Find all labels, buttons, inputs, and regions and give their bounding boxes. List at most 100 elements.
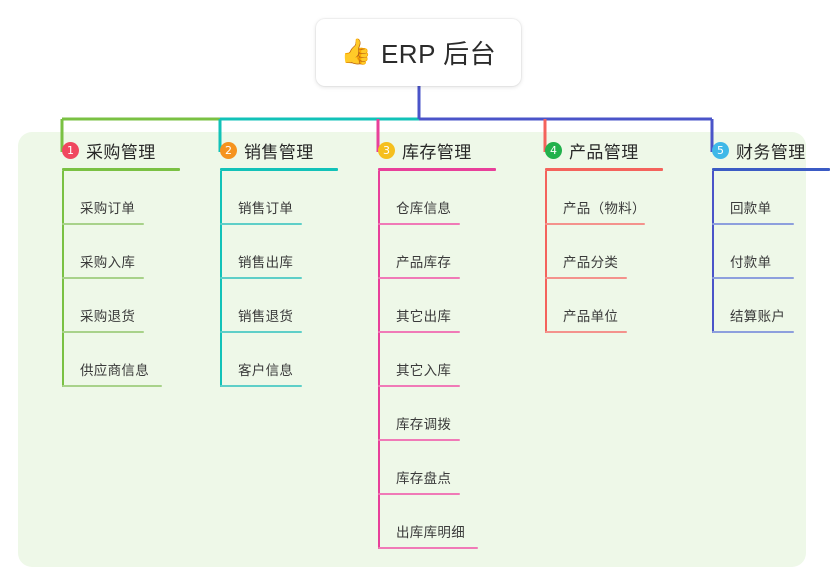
branch-spine bbox=[712, 171, 714, 333]
leaf-item[interactable]: 销售退货 bbox=[220, 279, 338, 333]
leaf-item[interactable]: 付款单 bbox=[712, 225, 830, 279]
leaf-item-underline bbox=[378, 331, 460, 333]
leaf-item-underline bbox=[712, 331, 794, 333]
branch-number-badge: 5 bbox=[712, 141, 729, 159]
branch-header-4[interactable]: 4 产品管理 bbox=[523, 132, 663, 168]
leaf-item-underline bbox=[220, 385, 302, 387]
leaf-item-label: 产品单位 bbox=[563, 309, 619, 324]
leaf-item-label: 结算账户 bbox=[730, 309, 786, 324]
leaf-item-label: 出库库明细 bbox=[396, 525, 465, 540]
branch-header-1[interactable]: 1 采购管理 bbox=[40, 132, 180, 168]
leaf-item-underline bbox=[62, 277, 144, 279]
branch-title: 产品管理 bbox=[569, 142, 639, 162]
leaf-item-label: 销售退货 bbox=[238, 309, 294, 324]
leaf-item[interactable]: 仓库信息 bbox=[378, 171, 496, 225]
branch-column-3: 3 库存管理仓库信息产品库存其它出库其它入库库存调拨库存盘点出库库明细 bbox=[356, 132, 496, 549]
branch-header-2[interactable]: 2 销售管理 bbox=[198, 132, 338, 168]
leaf-item-underline bbox=[545, 277, 627, 279]
leaf-item-label: 仓库信息 bbox=[396, 201, 452, 216]
leaf-item[interactable]: 客户信息 bbox=[220, 333, 338, 387]
leaf-item-underline bbox=[378, 493, 460, 495]
leaf-item-label: 库存调拨 bbox=[396, 417, 452, 432]
leaf-item-label: 回款单 bbox=[730, 201, 772, 216]
branch-leaf-list: 采购订单采购入库采购退货供应商信息 bbox=[62, 171, 180, 387]
branch-leaf-list: 销售订单销售出库销售退货客户信息 bbox=[220, 171, 338, 387]
leaf-item-label: 其它入库 bbox=[396, 363, 452, 378]
leaf-item-label: 产品库存 bbox=[396, 255, 452, 270]
leaf-item[interactable]: 供应商信息 bbox=[62, 333, 180, 387]
leaf-item-label: 付款单 bbox=[730, 255, 772, 270]
leaf-item-label: 产品分类 bbox=[563, 255, 619, 270]
branch-underline bbox=[545, 168, 663, 171]
leaf-item-underline bbox=[378, 385, 460, 387]
branch-number-badge: 2 bbox=[220, 141, 237, 159]
leaf-item-underline bbox=[62, 385, 162, 387]
leaf-item-label: 客户信息 bbox=[238, 363, 294, 378]
leaf-item[interactable]: 产品库存 bbox=[378, 225, 496, 279]
leaf-item-label: 采购退货 bbox=[80, 309, 136, 324]
leaf-item-label: 产品（物料） bbox=[563, 201, 646, 216]
leaf-item-underline bbox=[378, 277, 460, 279]
branch-spine bbox=[62, 171, 64, 387]
branch-spine bbox=[545, 171, 547, 333]
leaf-item[interactable]: 销售订单 bbox=[220, 171, 338, 225]
branch-title: 财务管理 bbox=[736, 142, 806, 162]
root-node-label: ERP 后台 bbox=[380, 39, 497, 69]
leaf-item-underline bbox=[220, 331, 302, 333]
leaf-item[interactable]: 产品单位 bbox=[545, 279, 663, 333]
root-node-content: 👍 ERP 后台 bbox=[341, 34, 496, 71]
branch-number-badge: 4 bbox=[545, 141, 562, 159]
leaf-item[interactable]: 采购退货 bbox=[62, 279, 180, 333]
leaf-item-underline bbox=[378, 547, 478, 549]
leaf-item-underline bbox=[220, 223, 302, 225]
branch-spine bbox=[220, 171, 222, 387]
branch-title: 采购管理 bbox=[86, 142, 156, 162]
leaf-item[interactable]: 产品（物料） bbox=[545, 171, 663, 225]
leaf-item[interactable]: 其它入库 bbox=[378, 333, 496, 387]
branch-column-2: 2 销售管理销售订单销售出库销售退货客户信息 bbox=[198, 132, 338, 387]
root-node-card[interactable]: 👍 ERP 后台 bbox=[316, 19, 521, 86]
branch-underline bbox=[712, 168, 830, 171]
branch-title: 销售管理 bbox=[244, 142, 314, 162]
leaf-item-underline bbox=[712, 277, 794, 279]
leaf-item-label: 其它出库 bbox=[396, 309, 452, 324]
branch-column-4: 4 产品管理产品（物料） 产品分类产品单位 bbox=[523, 132, 663, 333]
branch-title: 库存管理 bbox=[402, 142, 472, 162]
branch-underline bbox=[62, 168, 180, 171]
leaf-item[interactable]: 其它出库 bbox=[378, 279, 496, 333]
leaf-item-label: 销售订单 bbox=[238, 201, 294, 216]
leaf-item-label: 销售出库 bbox=[238, 255, 294, 270]
branch-spine bbox=[378, 171, 380, 549]
leaf-item[interactable]: 销售出库 bbox=[220, 225, 338, 279]
leaf-item-label: 库存盘点 bbox=[396, 471, 452, 486]
leaf-item-label: 采购入库 bbox=[80, 255, 136, 270]
branch-leaf-list: 产品（物料） 产品分类产品单位 bbox=[545, 171, 663, 333]
branch-header-3[interactable]: 3 库存管理 bbox=[356, 132, 496, 168]
branch-underline bbox=[220, 168, 338, 171]
branch-underline bbox=[378, 168, 496, 171]
leaf-item-underline bbox=[378, 223, 460, 225]
leaf-item-underline bbox=[712, 223, 794, 225]
leaf-item-underline bbox=[545, 331, 627, 333]
leaf-item-underline bbox=[378, 439, 460, 441]
branch-column-1: 1 采购管理采购订单采购入库采购退货供应商信息 bbox=[40, 132, 180, 387]
branch-leaf-list: 仓库信息产品库存其它出库其它入库库存调拨库存盘点出库库明细 bbox=[378, 171, 496, 549]
leaf-item[interactable]: 采购订单 bbox=[62, 171, 180, 225]
thumbs-up-icon: 👍 bbox=[340, 38, 372, 66]
leaf-item[interactable]: 出库库明细 bbox=[378, 495, 496, 549]
leaf-item-underline bbox=[62, 223, 144, 225]
branch-header-5[interactable]: 5 财务管理 bbox=[690, 132, 830, 168]
branch-column-5: 5 财务管理回款单付款单结算账户 bbox=[690, 132, 830, 333]
leaf-item[interactable]: 产品分类 bbox=[545, 225, 663, 279]
leaf-item-underline bbox=[545, 223, 645, 225]
branch-number-badge: 1 bbox=[62, 141, 79, 159]
leaf-item[interactable]: 结算账户 bbox=[712, 279, 830, 333]
leaf-item[interactable]: 采购入库 bbox=[62, 225, 180, 279]
leaf-item[interactable]: 库存盘点 bbox=[378, 441, 496, 495]
branch-columns: 1 采购管理采购订单采购入库采购退货供应商信息 2 销售管理销售订单销售出库销售退货客… bbox=[18, 132, 830, 567]
leaf-item-label: 供应商信息 bbox=[80, 363, 149, 378]
leaf-item[interactable]: 库存调拨 bbox=[378, 387, 496, 441]
branch-number-badge: 3 bbox=[378, 141, 395, 159]
branch-leaf-list: 回款单付款单结算账户 bbox=[712, 171, 830, 333]
leaf-item[interactable]: 回款单 bbox=[712, 171, 830, 225]
